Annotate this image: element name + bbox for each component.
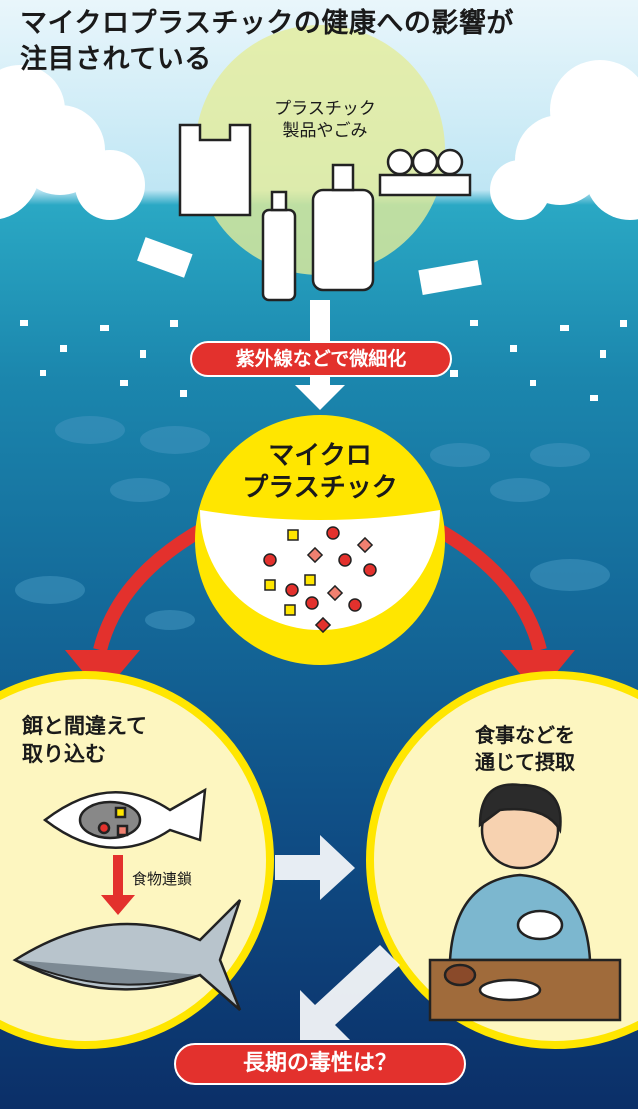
fish-silhouettes — [15, 416, 610, 630]
clouds — [0, 60, 638, 220]
microplastic-label: マイクロ プラスチック — [200, 440, 440, 504]
left-path-label: 餌と間違えて 取り込む — [22, 712, 147, 768]
source-label: プラスチック 製品やごみ — [250, 98, 400, 142]
person-eating — [428, 783, 622, 1022]
microplastic-line2: プラスチック — [242, 473, 398, 503]
microplastic-inner — [200, 510, 440, 630]
fish-illustrations — [12, 787, 242, 1011]
right-path-line2: 通じて摂取 — [475, 750, 575, 774]
particles — [263, 526, 377, 634]
microplastic-line1: マイクロ — [268, 441, 372, 471]
left-path-line1: 餌と間違えて — [22, 714, 147, 738]
arrow-right — [275, 835, 355, 900]
title-line2: 注目されている — [20, 44, 212, 75]
food-chain-label: 食物連鎖 — [132, 870, 193, 888]
left-path-line2: 取り込む — [22, 742, 106, 766]
plastic-items — [178, 123, 472, 302]
source-line2: 製品やごみ — [282, 121, 368, 141]
arrow-down-left — [300, 945, 400, 1040]
right-path-line1: 食事などを — [475, 723, 575, 747]
source-line1: プラスチック — [274, 99, 376, 119]
process-label: 紫外線などで微細化 — [190, 341, 452, 377]
source-circle — [195, 25, 445, 275]
page-title: マイクロプラスチックの健康への影響が 注目されている — [20, 6, 514, 78]
food-chain-arrow — [101, 855, 135, 915]
question-label: 長期の毒性は？ — [174, 1043, 466, 1085]
plastic-fragments — [20, 237, 627, 401]
right-path-label: 食事などを 通じて摂取 — [440, 722, 610, 776]
title-line1: マイクロプラスチックの健康への影響が — [20, 8, 514, 39]
